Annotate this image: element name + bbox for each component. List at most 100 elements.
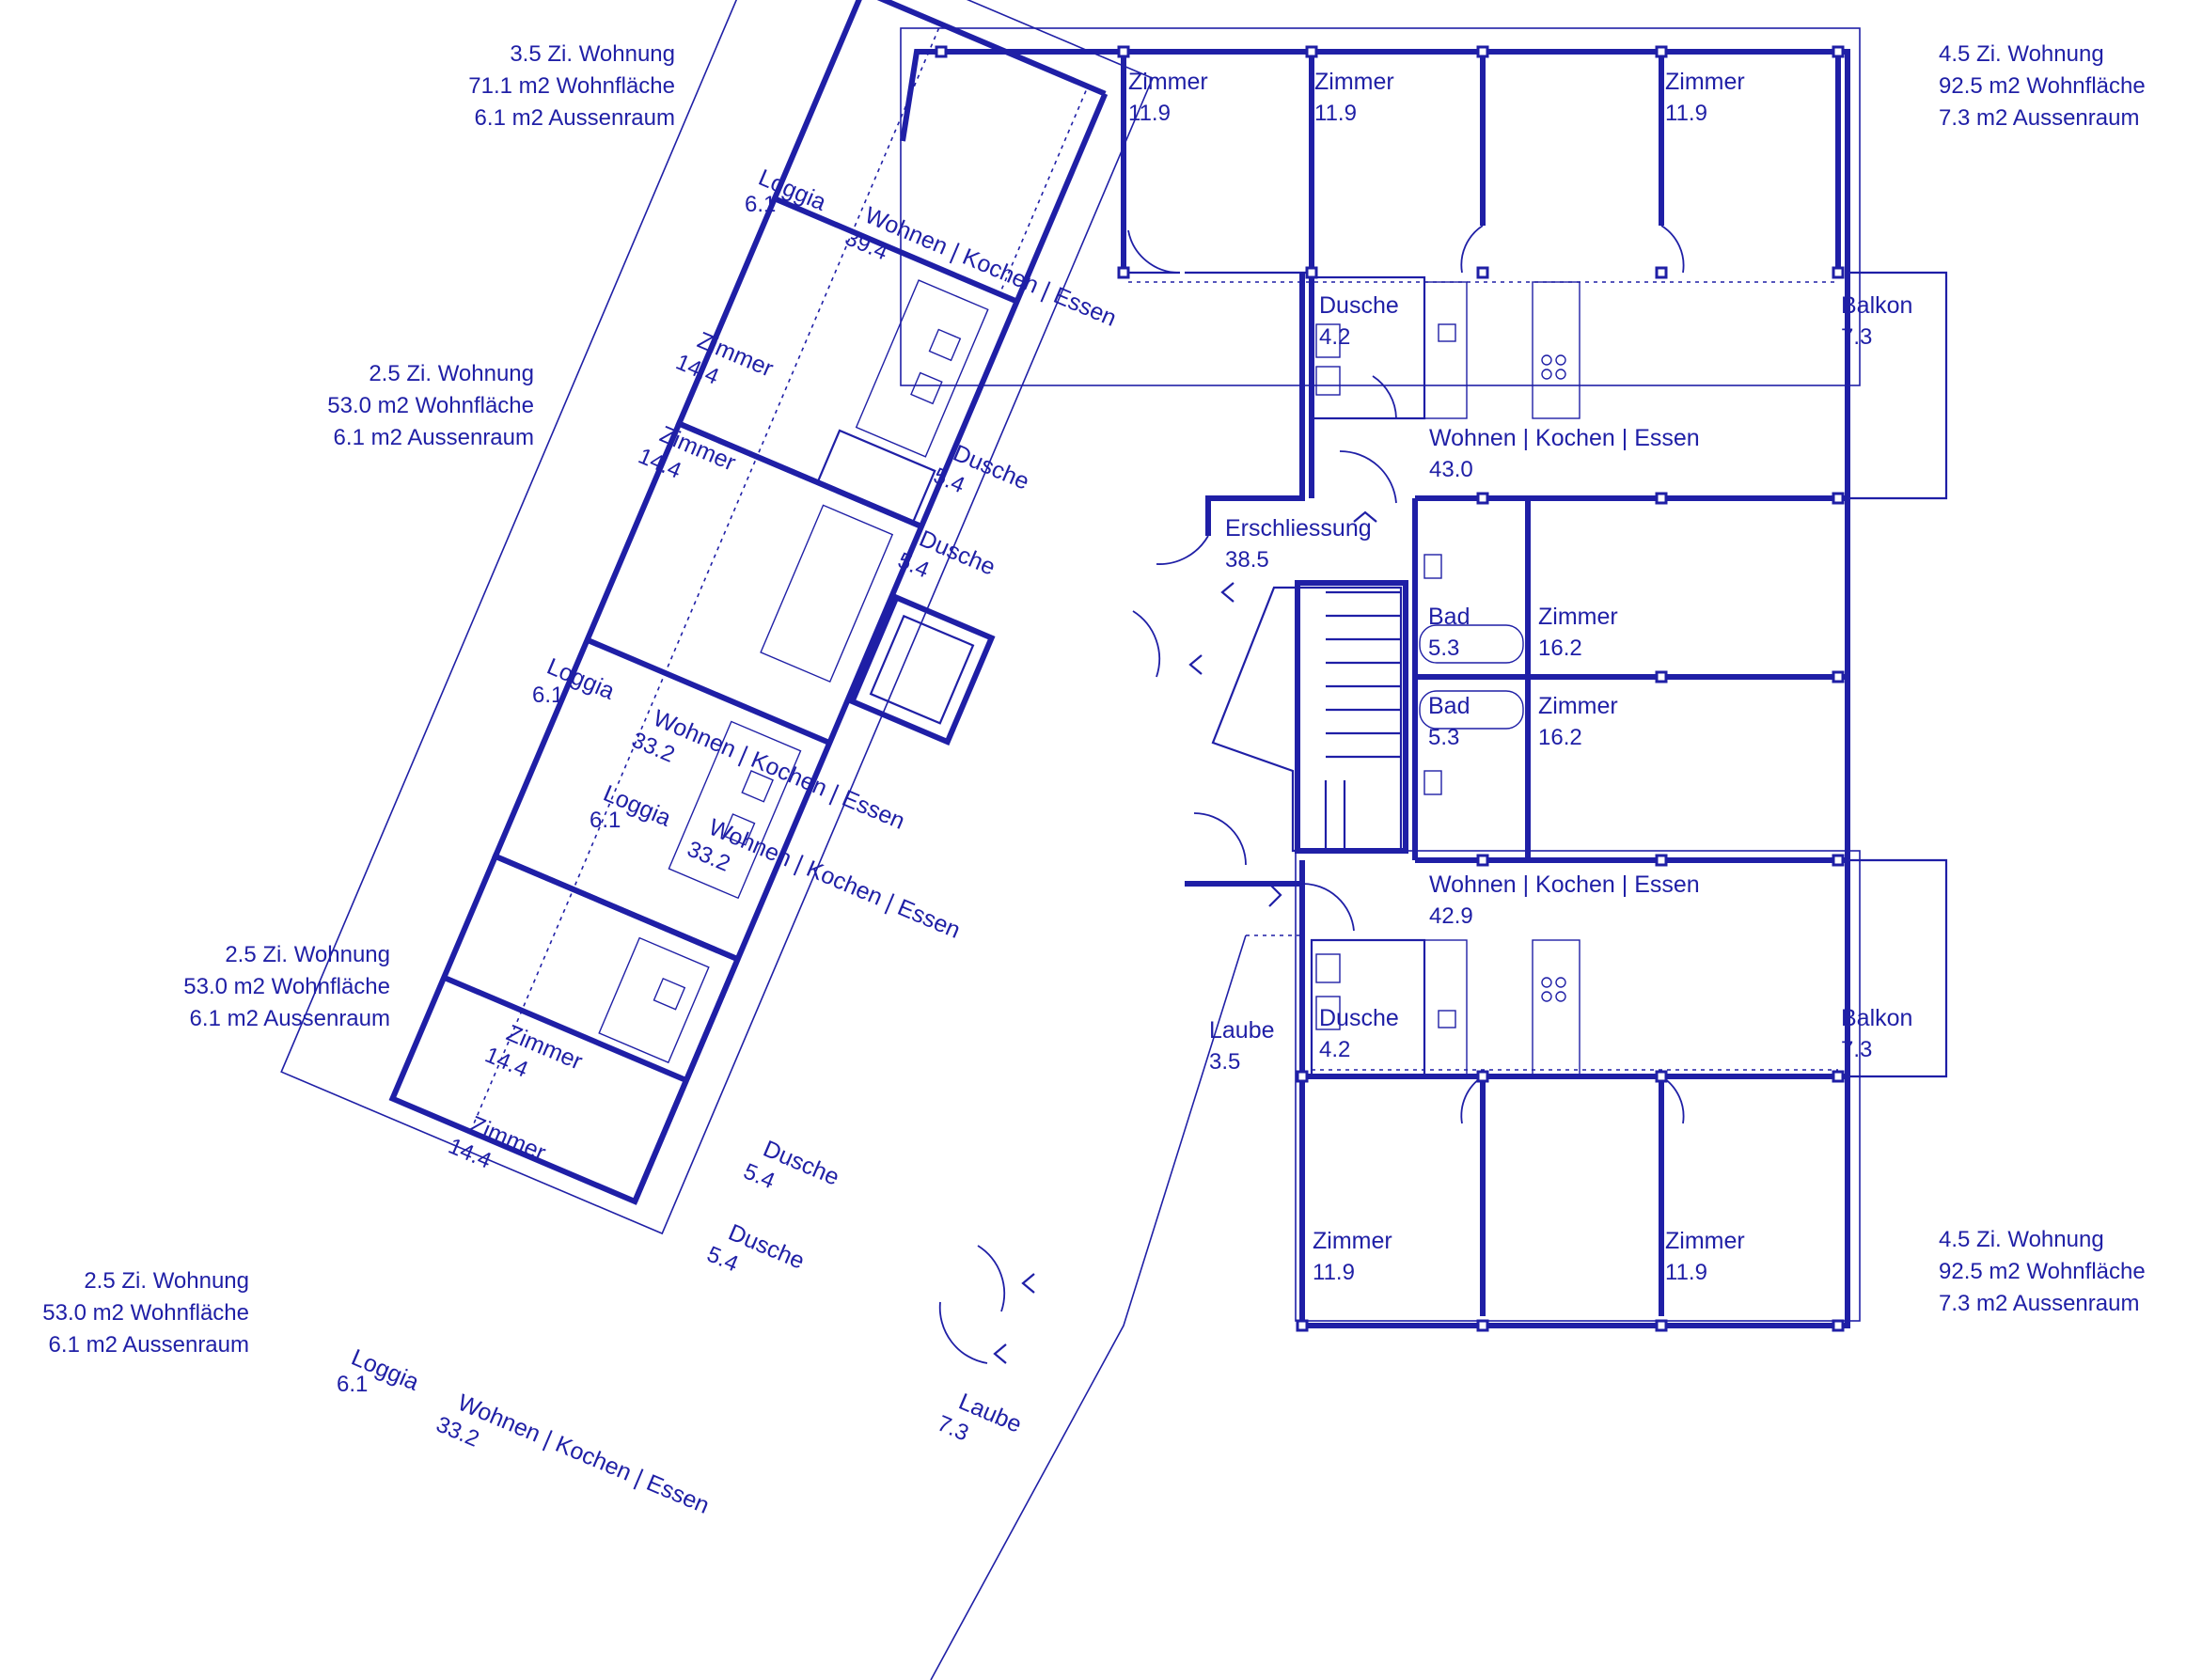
columns [935,45,1845,1332]
door-swing [1127,229,1181,274]
column [1832,45,1845,58]
apartment-summary-35-north: 3.5 Zi. Wohnung 71.1 m2 Wohnfläche 6.1 m… [468,41,675,131]
apartment-title: 4.5 Zi. Wohnung [1939,41,2104,67]
room-area: 6.1 [532,683,563,708]
room-area: 6.1 [590,808,621,833]
apartment-summary-25-a: 2.5 Zi. Wohnung 53.0 m2 Wohnfläche 6.1 m… [327,361,534,450]
hob-icon [653,977,686,1011]
hob-icon [928,328,962,362]
north-block-outline [900,27,1861,386]
apartment-summary-25-c: 2.5 Zi. Wohnung 53.0 m2 Wohnfläche 6.1 m… [42,1268,249,1358]
room-area: 11.9 [1314,101,1357,126]
chevron-right-icon [1268,883,1282,907]
toilet-icon [1423,554,1442,579]
kitchen-counter [760,504,894,683]
hob-icon [1541,354,1552,366]
column [1476,492,1489,505]
column [1305,45,1318,58]
apartment-35-walls [675,0,1107,529]
room-name: Wohnen | Kochen | Essen [1429,871,1700,898]
room-area: 42.9 [1429,903,1473,929]
sink-icon [1438,323,1456,342]
door-swing [1193,812,1247,866]
door-swing [1660,1076,1685,1124]
lift-shaft [848,593,996,746]
room-name: Wohnen | Kochen | Essen [454,1390,714,1519]
apartment-living-area: 53.0 m2 Wohnfläche [183,974,390,999]
room-name: Balkon [1841,1005,1912,1031]
room-name: Zimmer [1538,604,1618,630]
stair-core [1295,580,1408,854]
room-label-group: Dusche 5.4 [703,1219,809,1278]
room-area: 11.9 [1665,1260,1707,1285]
room-area: 11.9 [1665,101,1707,126]
hob-icon [1541,369,1552,380]
kitchen-counter [598,936,710,1064]
toilet-icon [1315,996,1341,1030]
column [935,45,948,58]
room-area: 7.3 [1841,324,1872,350]
room-name: Laube [1209,1017,1275,1044]
hob-icon [741,770,774,803]
sink-icon [1438,1010,1456,1028]
sink-icon [910,371,943,405]
column [1305,266,1318,279]
kitchen-counter [668,720,802,900]
door-swing [1372,375,1397,419]
room-name: Wohnen | Kochen | Essen [1429,425,1700,451]
column [1117,266,1130,279]
apartment-title: 2.5 Zi. Wohnung [84,1268,249,1294]
lift-car [869,614,975,725]
room-label-group: Zimmer 14.4 [672,327,778,390]
room-name: Dusche [1319,292,1399,319]
room-label-group: Dusche 5.4 [740,1136,843,1195]
room-area: 43.0 [1429,457,1473,482]
door-swing [1460,225,1484,274]
door-swing [1132,610,1161,678]
toilet-icon [1315,323,1341,358]
chevron-left-icon [1021,1273,1035,1294]
room-name: Zimmer [1128,69,1208,95]
hob-icon [1541,991,1552,1002]
apartment-living-area: 92.5 m2 Wohnfläche [1939,1259,2146,1284]
room-area: 4.2 [1319,324,1350,350]
room-name: Dusche [1319,1005,1399,1031]
room-name: Balkon [1841,292,1912,319]
chevron-left-icon [1188,654,1203,675]
apartment-title: 3.5 Zi. Wohnung [510,41,675,67]
door-swing [1660,225,1685,274]
room-labels-orthogonal: Zimmer 11.9 Zimmer 11.9 Zimmer 11.9 Dusc… [1128,69,1912,1285]
column [1117,45,1130,58]
room-area: 7.3 [1841,1037,1872,1062]
door-swing [938,1301,988,1364]
column [1655,1070,1668,1083]
room-name: Erschliessung [1225,515,1372,542]
room-area: 6.1 [745,192,776,217]
room-area: 6.1 [337,1372,368,1397]
column [1476,45,1489,58]
hob-icon [1555,354,1566,366]
column [1832,1070,1845,1083]
north-apartment-walls [900,49,1850,501]
room-area: 16.2 [1538,725,1582,750]
chevron-left-icon [1220,582,1235,603]
entry-markers [993,510,1377,1364]
sink-icon [1315,953,1341,983]
column [1655,45,1668,58]
apartment-title: 4.5 Zi. Wohnung [1939,1227,2104,1252]
column [1655,854,1668,867]
door-swing [1301,883,1355,932]
laube-outline [930,934,1247,1680]
column [1832,670,1845,683]
column [1832,492,1845,505]
doors [938,225,1685,1364]
column [1832,266,1845,279]
facade-dash [471,893,573,1128]
lobby-wall [1205,273,1305,536]
column [1476,1319,1489,1332]
column [1655,670,1668,683]
kitchen-counter [1423,939,1468,1077]
facade-dash [758,27,940,453]
room-name: Dusche [916,526,999,581]
column [1832,1319,1845,1332]
